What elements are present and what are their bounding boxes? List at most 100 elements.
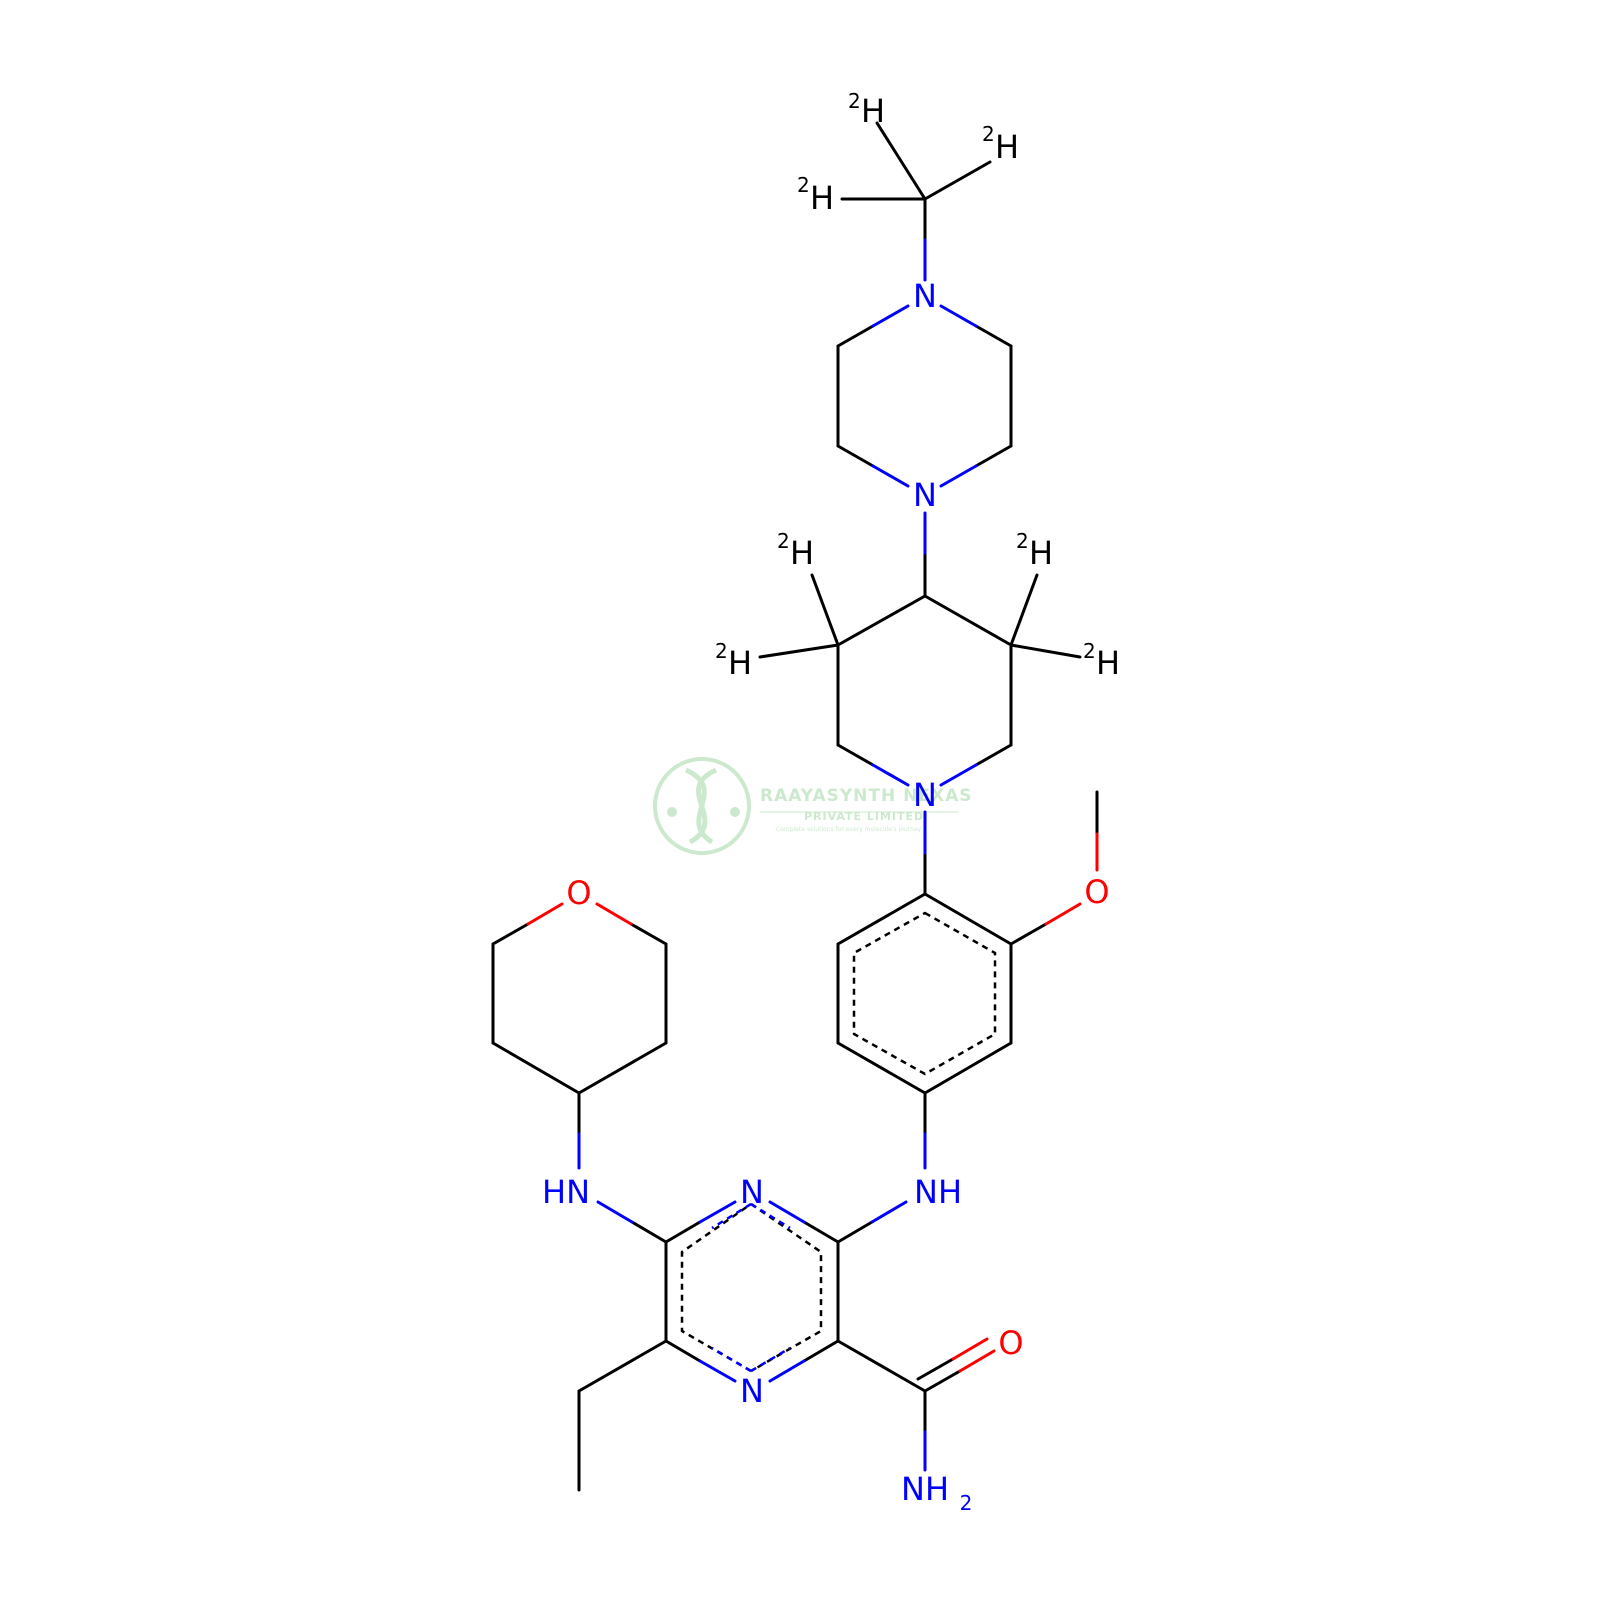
bond xyxy=(923,160,992,201)
bonds xyxy=(491,121,1099,1492)
bond xyxy=(491,922,530,946)
hydrogen-symbol: H xyxy=(728,644,752,682)
bond xyxy=(923,1369,962,1393)
bond xyxy=(1044,902,1082,926)
benzene-aromatic-ring xyxy=(852,911,997,1076)
watermark-logo-dot xyxy=(667,807,677,817)
bond xyxy=(810,573,840,647)
isotope-mass: 2 xyxy=(777,529,790,553)
watermark-logo-ring xyxy=(653,757,751,855)
bond xyxy=(836,1339,927,1393)
isotope-mass: 2 xyxy=(1083,639,1096,663)
deuterium-label: 2 H xyxy=(777,529,814,572)
bond xyxy=(875,121,927,201)
bond xyxy=(630,1220,668,1244)
atom-nh2-amide: NH xyxy=(901,1470,949,1508)
isotope-mass: 2 xyxy=(1016,529,1029,553)
bond xyxy=(836,324,875,348)
company-watermark: RAAYASYNTH NEXAS PRIVATE LIMITED Complet… xyxy=(653,757,973,855)
bond xyxy=(768,1200,806,1224)
aromatic-rings xyxy=(680,911,997,1373)
bond xyxy=(974,324,1013,348)
bond xyxy=(923,594,1013,647)
bond xyxy=(1009,573,1039,647)
bond xyxy=(923,1041,1013,1095)
bond xyxy=(802,1220,840,1244)
bond xyxy=(836,594,927,647)
bond xyxy=(595,902,633,926)
bond xyxy=(802,1339,840,1363)
bond xyxy=(596,1200,634,1224)
watermark-title: RAAYASYNTH NEXAS xyxy=(760,786,973,806)
bond xyxy=(923,892,1013,946)
isotope-mass: 2 xyxy=(715,639,728,663)
hydrogen-symbol: H xyxy=(1029,534,1053,572)
watermark-logo-dot xyxy=(730,807,740,817)
atom-nh-aryl: NH xyxy=(914,1173,962,1211)
bond xyxy=(836,743,875,767)
bond xyxy=(758,643,840,659)
pyrazine-aromatic-ring xyxy=(750,1202,823,1373)
bond xyxy=(577,1041,668,1095)
nitrogen-bond-segments xyxy=(577,238,978,1472)
bond xyxy=(958,1349,996,1373)
oxygen-atom-labels: O O O xyxy=(566,873,1109,1362)
bond xyxy=(491,1041,581,1095)
isotope-mass: 2 xyxy=(797,173,810,197)
atom-nh2-subscript: 2 xyxy=(960,1491,973,1515)
bond xyxy=(870,1200,908,1224)
deuterium-label: 2 H xyxy=(715,639,752,682)
bond xyxy=(939,304,978,328)
atom-o-methoxy: O xyxy=(1084,873,1109,911)
hydrogen-symbol: H xyxy=(790,534,814,572)
deuterium-label: 2 H xyxy=(848,89,885,130)
bond xyxy=(916,1357,955,1381)
atom-o-carbonyl: O xyxy=(998,1324,1023,1362)
hydrogen-symbol: H xyxy=(995,128,1019,166)
deuterium-atom-labels: 2 H 2 H 2 H 2 H 2 H 2 H 2 H xyxy=(715,89,1120,682)
atom-n-piperazine: N xyxy=(913,476,937,514)
bond xyxy=(939,763,978,787)
watermark-logo-helix xyxy=(684,767,718,845)
pyrazine-aromatic-n-bond xyxy=(750,1346,791,1373)
bond xyxy=(1009,643,1082,659)
bond xyxy=(871,304,910,328)
deuterium-label: 2 H xyxy=(797,173,834,217)
atom-o-oxane: O xyxy=(566,874,591,912)
atom-nh-oxanyl: HN xyxy=(542,1173,590,1211)
pyrazine-aromatic-ring xyxy=(680,1202,752,1373)
hydrogen-symbol: H xyxy=(810,179,834,217)
watermark-tagline: Complete solutions for every molecule's … xyxy=(776,826,922,833)
bond xyxy=(577,1339,668,1393)
hydrogen-symbol: H xyxy=(1096,644,1120,682)
bond xyxy=(698,1359,737,1383)
bond xyxy=(836,892,927,946)
bond xyxy=(664,1220,702,1244)
atom-n-methylpiperazine: N xyxy=(913,277,937,315)
bond xyxy=(1009,922,1048,946)
pyrazine-aromatic-n-bond xyxy=(711,1346,752,1373)
bond xyxy=(768,1359,806,1383)
bond xyxy=(664,1339,702,1363)
bond xyxy=(526,902,564,926)
bond xyxy=(871,464,910,488)
bond xyxy=(629,922,668,946)
isotope-mass: 2 xyxy=(982,122,995,146)
bond xyxy=(951,1337,989,1361)
pyrazine-aromatic-n-bond xyxy=(750,1202,791,1230)
bond xyxy=(698,1200,737,1224)
bond xyxy=(836,1041,927,1095)
atom-n-pyrazine-bottom: N xyxy=(740,1372,764,1410)
deuterium-label: 2 H xyxy=(1016,529,1053,572)
isotope-mass: 2 xyxy=(848,89,861,113)
bond xyxy=(836,444,875,468)
pyrazine-aromatic-n-bond xyxy=(711,1202,752,1230)
bond xyxy=(871,763,910,787)
bond xyxy=(974,743,1013,767)
bond xyxy=(836,1220,874,1244)
deuterium-label: 2 H xyxy=(1083,639,1120,682)
atom-n-pyrazine-top: N xyxy=(740,1173,764,1211)
watermark-subtitle: PRIVATE LIMITED xyxy=(804,810,924,823)
deuterium-label: 2 H xyxy=(982,122,1019,166)
